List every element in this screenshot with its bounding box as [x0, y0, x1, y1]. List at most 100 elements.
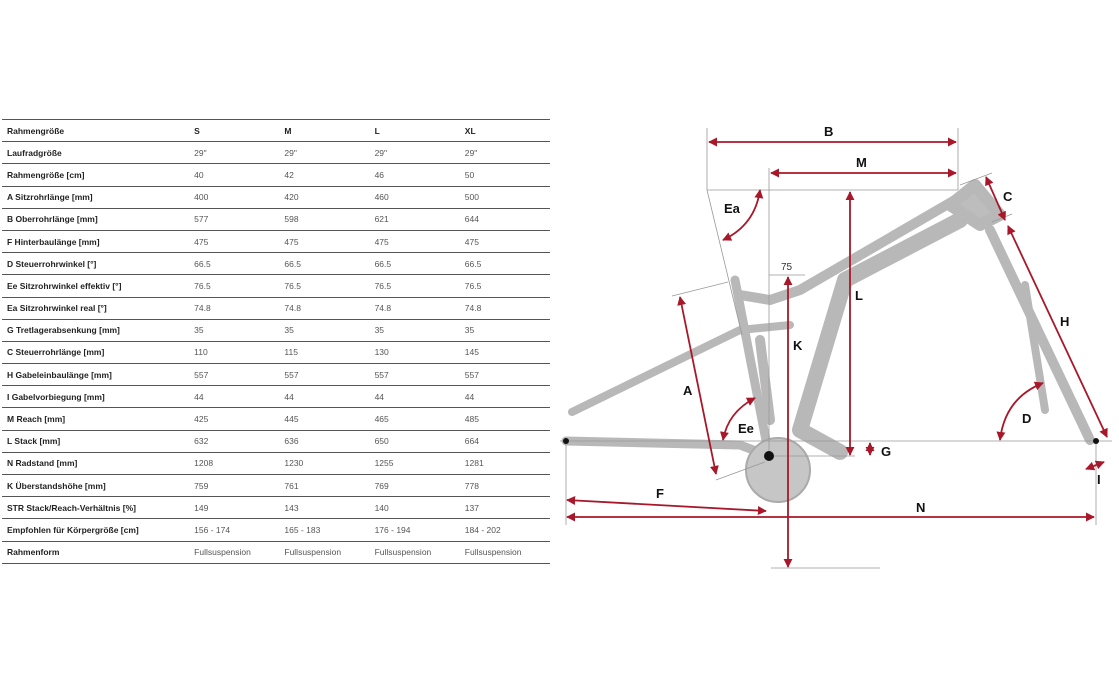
cell-value: 632: [189, 430, 280, 453]
cell-value: 76.5: [279, 274, 370, 298]
row-label: Ee Sitzrohrwinkel effektiv [°]: [2, 274, 190, 298]
cell-value: 74.8: [279, 297, 370, 320]
cell-value: 50: [459, 163, 550, 187]
cell-value: 475: [369, 230, 460, 254]
cell-value: 74.8: [189, 297, 280, 320]
cell-value: 66.5: [369, 252, 460, 276]
cell-value: 598: [279, 208, 370, 231]
row-label: Empfohlen für Körpergröße [cm]: [2, 518, 190, 542]
cell-value: 110: [189, 341, 280, 365]
row-label: Ea Sitzrohrwinkel real [°]: [2, 297, 190, 320]
cell-value: 130: [369, 341, 460, 365]
cell-value: 165 - 183: [279, 518, 370, 542]
cell-value: 145: [459, 341, 550, 365]
row-label: H Gabeleinbaulänge [mm]: [2, 363, 190, 387]
label-g: G: [881, 444, 891, 459]
cell-value: 76.5: [459, 274, 550, 298]
label-k: K: [793, 338, 803, 353]
cell-value: 29": [369, 141, 460, 165]
cell-value: 557: [279, 363, 370, 387]
label-h: H: [1060, 314, 1069, 329]
cell-value: 465: [369, 407, 460, 431]
cell-value: 184 - 202: [459, 518, 550, 542]
size-header: S: [189, 118, 280, 143]
cell-value: 1255: [369, 452, 460, 476]
cell-value: 500: [459, 186, 550, 209]
cell-value: 44: [189, 385, 280, 409]
cell-value: 29": [279, 141, 370, 165]
row-label: G Tretlagerabsenkung [mm]: [2, 319, 190, 342]
cell-value: 400: [189, 186, 280, 209]
label-c: C: [1003, 189, 1013, 204]
row-label: A Sitzrohrlänge [mm]: [2, 186, 190, 209]
cell-value: 650: [369, 430, 460, 453]
label-ea: Ea: [724, 201, 741, 216]
row-label: K Überstandshöhe [mm]: [2, 474, 190, 498]
rear-axle-point: [563, 438, 569, 444]
row-label: B Oberrohrlänge [mm]: [2, 208, 190, 231]
cell-value: 769: [369, 474, 460, 498]
label-b: B: [824, 124, 833, 139]
size-header: M: [279, 118, 370, 143]
header-label: Rahmengröße: [2, 118, 190, 143]
cell-value: 66.5: [459, 252, 550, 276]
cell-value: 40: [189, 163, 280, 187]
row-label: L Stack [mm]: [2, 430, 190, 453]
cell-value: 1281: [459, 452, 550, 476]
cell-value: 143: [279, 496, 370, 520]
cell-value: 29": [189, 141, 280, 165]
cell-value: 475: [189, 230, 280, 254]
size-header: XL: [459, 118, 550, 143]
label-offset-75: 75: [781, 262, 793, 273]
cell-value: 557: [459, 363, 550, 387]
cell-value: 115: [279, 341, 370, 365]
front-axle-point: [1093, 438, 1099, 444]
row-label: Rahmengröße [cm]: [2, 163, 190, 187]
row-label: M Reach [mm]: [2, 407, 190, 431]
cell-value: Fullsuspension: [189, 541, 280, 564]
row-label: STR Stack/Reach-Verhältnis [%]: [2, 496, 190, 520]
label-m: M: [856, 155, 867, 170]
bottom-bracket-point: [764, 451, 774, 461]
cell-value: 1230: [279, 452, 370, 476]
cell-value: Fullsuspension: [459, 541, 550, 564]
cell-value: 149: [189, 496, 280, 520]
cell-value: 76.5: [369, 274, 460, 298]
row-label: F Hinterbaulänge [mm]: [2, 230, 190, 254]
label-l: L: [855, 288, 863, 303]
cell-value: 137: [459, 496, 550, 520]
cell-value: 66.5: [189, 252, 280, 276]
cell-value: 557: [369, 363, 460, 387]
label-d: D: [1022, 411, 1031, 426]
cell-value: 29": [459, 141, 550, 165]
cell-value: 778: [459, 474, 550, 498]
cell-value: 636: [279, 430, 370, 453]
size-header: L: [369, 118, 460, 143]
cell-value: Fullsuspension: [279, 541, 370, 564]
dimension-lines: [566, 137, 1108, 568]
cell-value: 445: [279, 407, 370, 431]
cell-value: Fullsuspension: [369, 541, 460, 564]
cell-value: 44: [279, 385, 370, 409]
cell-value: 1208: [189, 452, 280, 476]
label-n: N: [916, 500, 925, 515]
label-i: I: [1097, 472, 1101, 487]
cell-value: 485: [459, 407, 550, 431]
cell-value: 35: [369, 319, 460, 342]
cell-value: 577: [189, 208, 280, 231]
row-label: I Gabelvorbiegung [mm]: [2, 385, 190, 409]
